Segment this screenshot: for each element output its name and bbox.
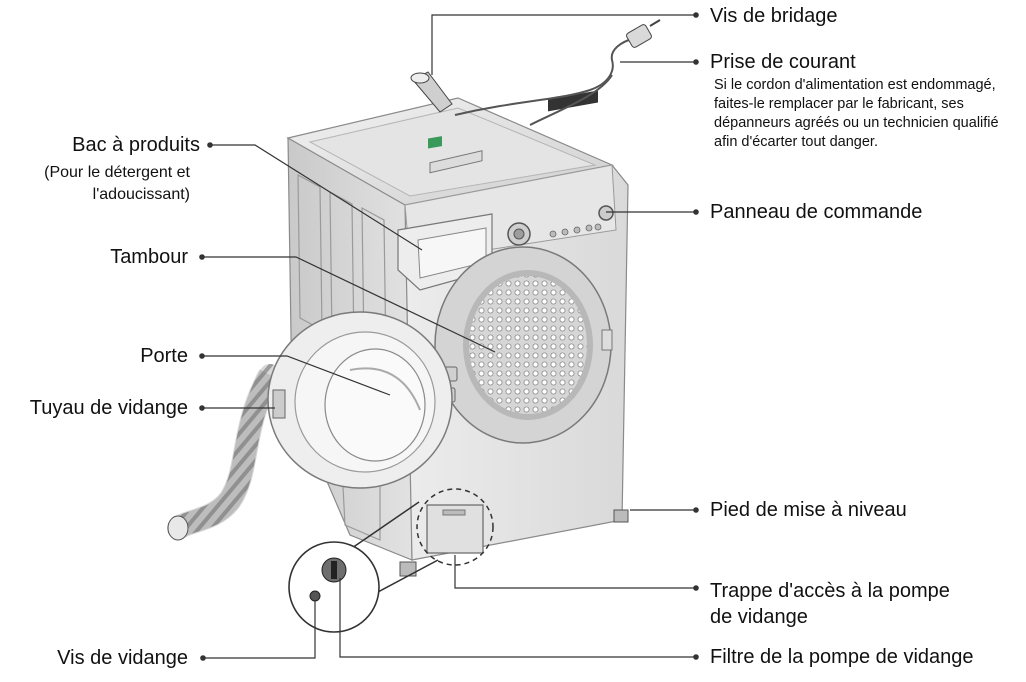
drain-hose xyxy=(167,364,281,539)
pump-zoom-circle xyxy=(416,488,494,566)
label-tuyau-de-vidange: Tuyau de vidange xyxy=(29,397,188,419)
transit-bolt xyxy=(410,71,453,113)
label-prise-de-courant: Prise de courant xyxy=(710,51,856,73)
door-handle xyxy=(272,389,286,419)
power-cord xyxy=(454,37,636,116)
label-porte: Porte xyxy=(140,345,188,367)
label-tambour: Tambour xyxy=(110,246,188,268)
label-trappe-line1: Trappe d'accès à la pompe xyxy=(710,580,950,602)
label-panneau-de-commande: Panneau de commande xyxy=(710,201,923,223)
note-bac-line2: l'adoucissant) xyxy=(92,186,190,203)
drain-hose-outline xyxy=(171,369,281,539)
label-trappe-line2: de vidange xyxy=(710,606,808,628)
door-glass xyxy=(324,348,426,462)
control-buttons xyxy=(549,223,602,238)
leveling-foot xyxy=(613,509,629,523)
label-vis-de-vidange: Vis de vidange xyxy=(57,647,188,669)
note-prise-de-courant: Si le cordon d'alimentation est endommag… xyxy=(714,77,999,150)
leader-lines xyxy=(202,14,696,659)
power-plug xyxy=(626,24,652,48)
label-pied-de-mise-a-niveau: Pied de mise à niveau xyxy=(710,499,907,521)
control-display xyxy=(548,90,598,112)
drain-hose-end xyxy=(167,515,189,541)
drain-screw xyxy=(309,590,321,602)
foot-front-left xyxy=(399,561,417,577)
label-bac-a-produits: Bac à produits xyxy=(72,134,200,156)
power-dial xyxy=(598,205,614,221)
machine-top-inner xyxy=(308,107,597,197)
detergent-drawer-handle xyxy=(429,150,483,174)
note-bac-line1: (Pour le détergent et xyxy=(44,164,190,181)
door-latch xyxy=(601,329,613,351)
filter-detail-circle xyxy=(288,541,380,633)
leader-dots xyxy=(199,12,699,661)
label-filtre-pompe: Filtre de la pompe de vidange xyxy=(710,646,974,668)
label-vis-de-bridage: Vis de bridage xyxy=(710,5,838,27)
